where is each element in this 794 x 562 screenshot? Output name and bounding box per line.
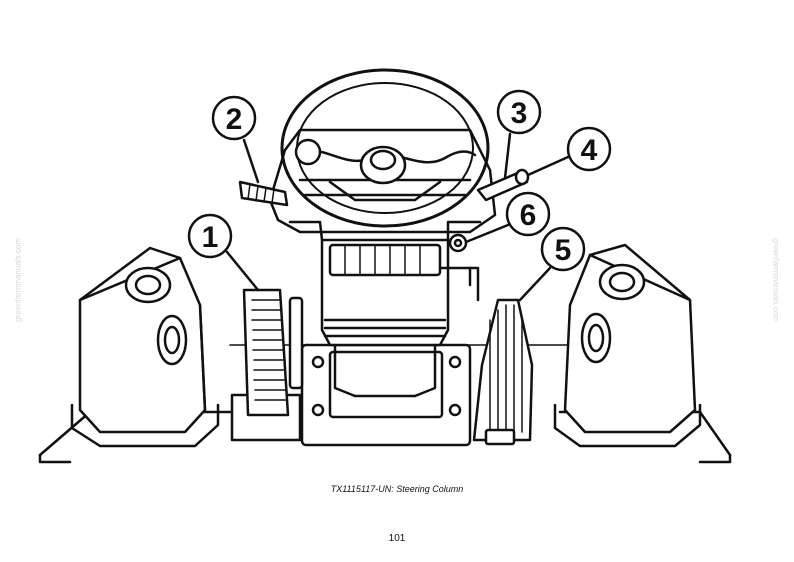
page-number: 101	[388, 533, 406, 544]
callout-4: 4	[526, 126, 612, 177]
brake-pedal	[230, 288, 304, 442]
svg-text:2: 2	[226, 103, 243, 136]
svg-text:4: 4	[581, 134, 598, 167]
steering-column	[320, 238, 480, 398]
callout-6: 6	[464, 191, 551, 244]
watermark-right: greenfarmmanuals.com	[771, 237, 781, 323]
callout-3: 3	[496, 89, 542, 180]
svg-text:5: 5	[555, 234, 572, 267]
left-console	[70, 246, 220, 448]
accelerator-pedal	[472, 298, 534, 446]
lever-left	[238, 180, 289, 207]
figure-caption: TX1115117-UN: Steering Column	[330, 484, 464, 494]
svg-text:6: 6	[520, 199, 537, 232]
callout-2: 2	[211, 95, 260, 184]
key-switch	[448, 233, 468, 253]
right-console	[553, 243, 702, 448]
steering-wheel	[280, 68, 490, 228]
watermark-left: greenfarmmanuals.com	[13, 237, 23, 323]
steering-column-illustration: 1 2 3 4 5 6	[38, 68, 732, 464]
svg-text:1: 1	[202, 221, 219, 254]
svg-text:3: 3	[511, 97, 528, 130]
callout-1: 1	[187, 213, 260, 292]
callout-5: 5	[518, 226, 586, 302]
